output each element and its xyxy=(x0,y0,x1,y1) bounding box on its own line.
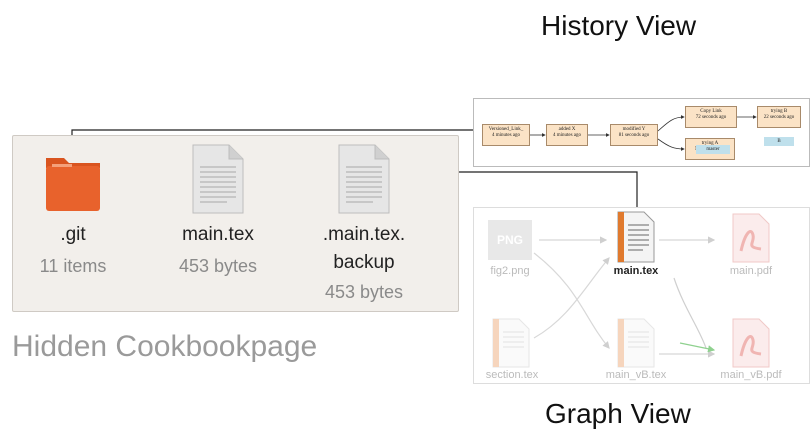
history-node-modified-y[interactable]: modified Y 81 seconds ago xyxy=(610,124,658,146)
node-title: Copy Link xyxy=(700,109,722,114)
pdf-icon xyxy=(732,318,770,368)
graph-view-title: Graph View xyxy=(545,398,691,429)
graph-edges xyxy=(533,236,716,358)
graph-file-main-tex[interactable] xyxy=(615,211,657,263)
node-time: 4 minutes ago xyxy=(552,133,582,138)
pdf-icon xyxy=(732,213,770,263)
git-meta: 11 items xyxy=(39,256,107,276)
graph-file-main-pdf[interactable] xyxy=(731,213,771,263)
graph-view-panel: PNG fig2.png main.tex main.pdf xyxy=(473,207,810,384)
graph-label-main-vb-tex: main_vB.tex xyxy=(605,369,667,381)
main-tex-backup-name-line1: .main.tex. xyxy=(322,224,406,245)
node-time: 72 seconds ago xyxy=(695,115,727,120)
graph-file-main-vb-tex[interactable] xyxy=(615,318,657,368)
node-title: trying A xyxy=(701,141,719,146)
history-node-versioned-link[interactable]: Versioned_Link_ 4 minutes ago xyxy=(482,124,530,146)
history-tag-master[interactable]: master xyxy=(696,145,730,154)
main-tex-meta: 453 bytes xyxy=(178,256,258,276)
main-tex-backup-file[interactable] xyxy=(333,143,395,215)
document-icon xyxy=(192,144,244,214)
history-edges xyxy=(530,115,757,151)
hidden-cookbook-caption: Hidden Cookbookpage xyxy=(12,330,318,363)
tex-document-icon xyxy=(492,318,530,368)
folder-icon xyxy=(46,158,100,211)
history-view-title: History View xyxy=(541,10,697,41)
graph-label-fig2: fig2.png xyxy=(490,265,530,277)
main-tex-file[interactable] xyxy=(187,143,249,215)
graph-file-section-tex[interactable] xyxy=(490,318,532,368)
node-time: 4 minutes ago xyxy=(491,133,521,138)
graph-file-main-vb-pdf[interactable] xyxy=(731,318,771,368)
graph-label-section-tex: section.tex xyxy=(485,369,539,381)
history-node-added-x[interactable]: added X 4 minutes ago xyxy=(546,124,588,146)
graph-label-main-pdf: main.pdf xyxy=(729,265,773,277)
graph-label-main-tex: main.tex xyxy=(613,265,659,277)
main-tex-backup-meta: 453 bytes xyxy=(324,282,404,302)
history-view-panel: Versioned_Link_ 4 minutes ago added X 4 … xyxy=(473,98,810,167)
node-title: modified Y xyxy=(622,127,646,132)
node-time: 22 seconds ago xyxy=(763,115,795,120)
main-tex-backup-name-line2: backup xyxy=(333,252,395,273)
document-icon xyxy=(338,144,390,214)
png-icon: PNG xyxy=(488,220,532,260)
history-tag-b[interactable]: B xyxy=(764,137,794,146)
git-folder[interactable] xyxy=(42,150,104,215)
history-node-copy-link[interactable]: Copy Link 72 seconds ago xyxy=(685,106,737,128)
history-node-trying-b[interactable]: trying B 22 seconds ago xyxy=(757,106,801,128)
tex-document-icon xyxy=(617,211,655,263)
graph-label-main-vb-pdf: main_vB.pdf xyxy=(720,369,782,381)
tex-document-icon xyxy=(617,318,655,368)
node-title: Versioned_Link_ xyxy=(488,127,524,132)
git-name: .git xyxy=(60,224,86,245)
main-tex-name: main.tex xyxy=(182,224,254,245)
node-time: 81 seconds ago xyxy=(618,133,650,138)
graph-file-fig2[interactable]: PNG xyxy=(488,220,532,260)
node-title: trying B xyxy=(770,109,788,114)
node-title: added X xyxy=(558,127,576,132)
